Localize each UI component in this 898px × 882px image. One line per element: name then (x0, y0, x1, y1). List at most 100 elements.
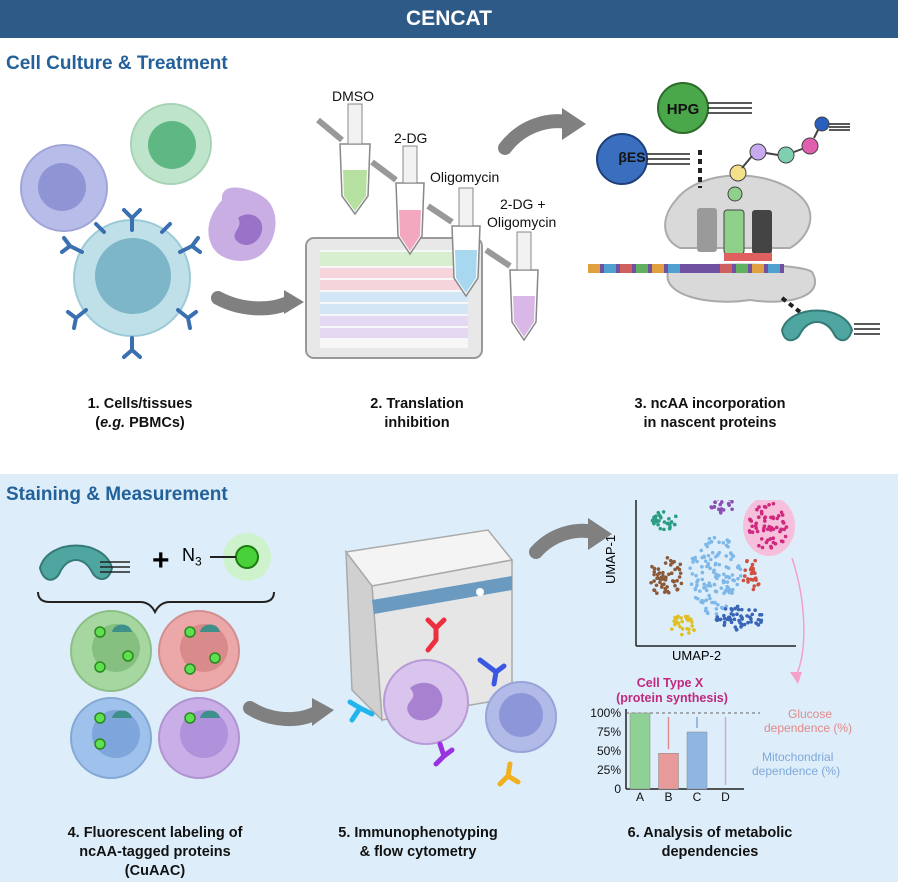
umap-point (756, 617, 761, 622)
umap-point (743, 568, 748, 572)
treatment-combo-label-2: Oligomycin (487, 214, 557, 230)
umap-point (767, 502, 771, 507)
umap-point (749, 617, 753, 621)
umap-point (667, 572, 671, 577)
umap-point (773, 542, 778, 546)
lymphocyte-cell-icon (60, 208, 202, 359)
umap-point (757, 505, 761, 509)
bes-label: βES (618, 149, 645, 165)
umap-point (716, 552, 720, 557)
umap-point (776, 514, 781, 518)
umap-point (693, 557, 697, 561)
umap-point (675, 578, 679, 583)
umap-point (780, 513, 785, 517)
umap-point (718, 510, 723, 515)
umap-point (652, 521, 656, 526)
umap-point (731, 554, 736, 558)
umap-point (724, 543, 729, 548)
umap-point (704, 588, 709, 593)
header-title: CENCAT (0, 0, 898, 38)
umap-point (750, 578, 755, 582)
step-3-line-1: 3. ncAA incorporation (634, 396, 786, 412)
x-tick-label: C (693, 790, 702, 804)
step-6-line-2: dependencies (661, 844, 759, 860)
umap-point (675, 587, 680, 592)
plus-sign: + (152, 544, 170, 577)
x-tick-label: D (721, 790, 730, 804)
umap-point (738, 574, 743, 578)
umap-point (707, 593, 711, 598)
umap-point (652, 579, 656, 583)
well-plate-icon (305, 237, 483, 359)
treatment-oligomycin-label: Oligomycin (430, 169, 500, 185)
umap-point (689, 582, 694, 586)
umap-point (746, 620, 750, 625)
umap-point (661, 510, 666, 514)
umap-point (721, 540, 726, 545)
bar-A (629, 712, 651, 790)
step-5-line-1: 5. Immunophenotyping (338, 825, 498, 841)
umap-point (735, 604, 740, 609)
y-tick-label: 50% (597, 744, 621, 758)
umap-point (721, 578, 726, 583)
green-cell-icon (130, 103, 212, 185)
hpg-probe-icon (657, 82, 752, 134)
umap-point (690, 572, 695, 576)
glucose-label-1: Glucose (788, 707, 833, 721)
umap-point (753, 558, 758, 563)
mito-label-1: Mitochondrial (762, 750, 834, 764)
umap-point (706, 561, 711, 566)
umap-point (779, 527, 783, 532)
bes-probe-icon (596, 133, 690, 185)
ribosome-icon (664, 116, 850, 303)
umap-point (713, 600, 718, 605)
umap-point (692, 628, 696, 632)
umap-point (753, 571, 757, 576)
umap-point (708, 584, 713, 588)
y-tick-label: 75% (597, 725, 621, 739)
umap-point (750, 530, 755, 535)
brace-icon (37, 591, 275, 615)
umap-point (723, 607, 728, 611)
umap-point (654, 519, 659, 523)
purple-cell-icon (20, 144, 108, 232)
umap-point (756, 515, 761, 519)
umap-point (783, 534, 788, 539)
antibody-red-icon (425, 617, 447, 653)
umap-point (714, 612, 719, 616)
umap-point (708, 596, 712, 601)
umap-point (763, 519, 767, 523)
umap-point (663, 561, 668, 565)
umap-point (695, 559, 699, 564)
umap-point (673, 522, 677, 527)
umap-clusters (649, 500, 789, 637)
umap-point (729, 606, 734, 611)
umap-point (688, 566, 692, 570)
umap-point (747, 608, 751, 612)
umap-point (742, 622, 747, 627)
umap-point (668, 525, 672, 530)
step-4-line-1: 4. Fluorescent labeling of (67, 825, 243, 841)
umap-point (727, 503, 731, 508)
umap-point (665, 589, 670, 594)
umap-point (652, 569, 657, 574)
umap-point (709, 505, 714, 509)
umap-point (656, 510, 661, 515)
umap-point (712, 582, 717, 587)
umap-point (718, 617, 723, 622)
treatment-dmso-label: DMSO (332, 88, 374, 104)
bar-C (686, 731, 708, 790)
umap-point (738, 567, 743, 572)
umap-point (654, 583, 659, 588)
umap-point (769, 544, 773, 549)
umap-point (774, 525, 779, 530)
umap-point (708, 557, 713, 562)
umap-point (763, 505, 768, 510)
umap-point (706, 611, 710, 616)
umap-point (696, 578, 700, 582)
step-2-caption: 2. Translation inhibition (352, 395, 482, 433)
umap-point (766, 527, 770, 532)
umap-point (760, 545, 765, 550)
umap-point (662, 590, 667, 594)
mito-label-2: dependence (%) (752, 764, 841, 778)
